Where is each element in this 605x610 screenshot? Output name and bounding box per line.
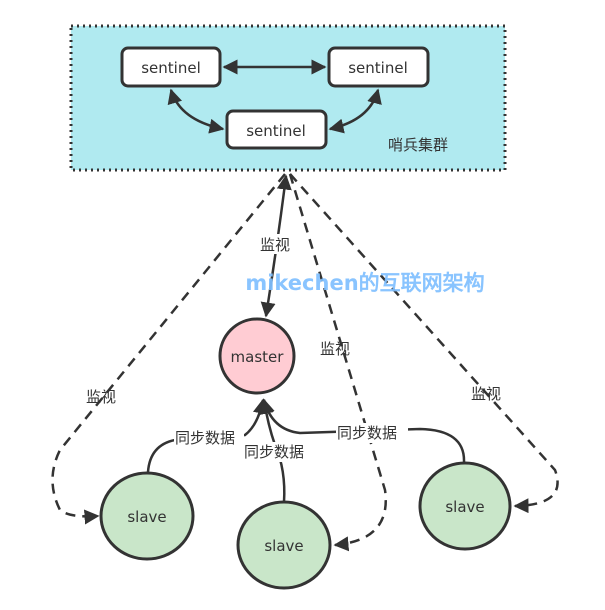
- sync-edge-slave-3: [260, 398, 466, 463]
- slave-node-2[interactable]: slave: [236, 500, 332, 590]
- monitor-label-slave-3: 监视: [471, 385, 501, 403]
- sentinel-label: sentinel: [141, 59, 201, 77]
- sentinel-link-1-3: [167, 88, 225, 134]
- sentinel-label: sentinel: [246, 122, 306, 140]
- label-bg: [174, 428, 244, 448]
- sentinel-node-3[interactable]: sentinel: [225, 109, 328, 150]
- label-bg: [258, 234, 296, 254]
- label-bg: [243, 442, 315, 462]
- sentinel-label: sentinel: [348, 59, 408, 77]
- monitor-edge-slave-2: [288, 173, 388, 552]
- monitor-label-master: 监视: [260, 236, 290, 254]
- monitor-label-slave-2: 监视: [320, 340, 350, 358]
- sentinel-node-2[interactable]: sentinel: [327, 46, 430, 88]
- monitor-label-slave-1: 监视: [86, 388, 116, 406]
- watermark-text: mikechen的互联网架构: [245, 271, 484, 295]
- sync-label-slave-2: 同步数据: [244, 443, 304, 461]
- sync-label-slave-3: 同步数据: [337, 424, 397, 442]
- slave-label: slave: [264, 537, 303, 555]
- slave-label: slave: [127, 508, 166, 526]
- slave-label: slave: [445, 498, 484, 516]
- monitor-edge-slave-3: [289, 173, 559, 514]
- slave-node-1[interactable]: slave: [99, 471, 195, 561]
- sentinel-link-2-3: [328, 88, 382, 134]
- slave-node-3[interactable]: slave: [418, 461, 512, 551]
- sentinel-node-1[interactable]: sentinel: [120, 46, 222, 88]
- label-bg: [336, 423, 408, 443]
- cluster-label: 哨兵集群: [388, 136, 448, 154]
- sync-label-slave-1: 同步数据: [175, 429, 235, 447]
- master-node[interactable]: master: [218, 317, 296, 395]
- master-label: master: [231, 348, 285, 366]
